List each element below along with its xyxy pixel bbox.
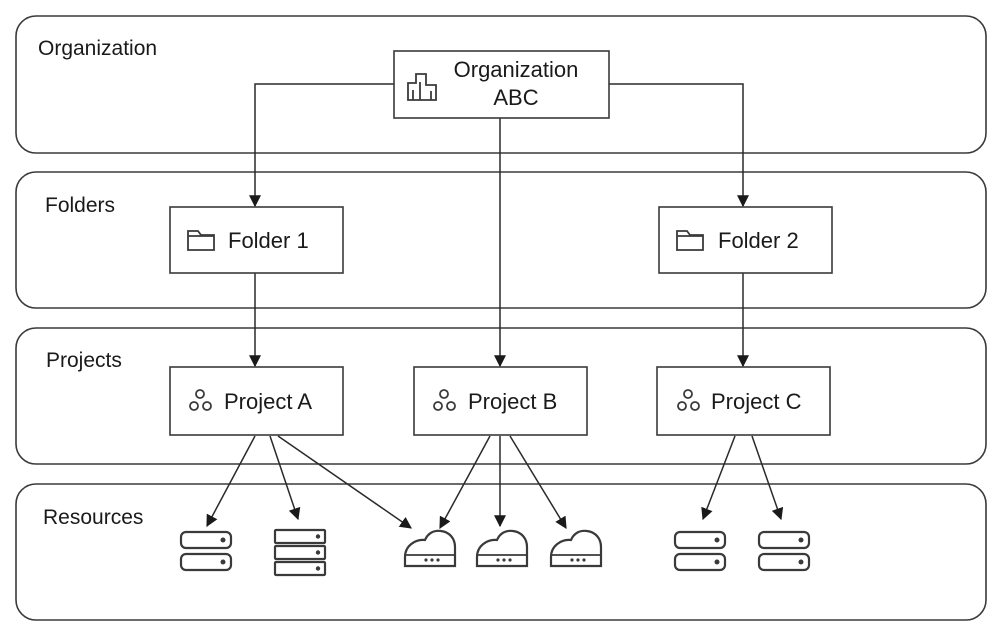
node-project-c[interactable]: Project C: [656, 366, 831, 436]
tier-label-organization: Organization: [38, 37, 157, 60]
node-label-line1: Organization: [454, 57, 579, 82]
edge-projectA-resource-2: [269, 435, 301, 521]
resource-3-cloud-drive-icon[interactable]: [403, 529, 457, 568]
node-label-line2: ABC: [493, 85, 538, 110]
edge-projectC-resource-6: [701, 435, 736, 521]
resource-5-cloud-drive-icon[interactable]: [549, 529, 603, 568]
project-icon: [433, 389, 456, 411]
tier-label-projects: Projects: [46, 349, 122, 372]
node-label: Project B: [468, 389, 557, 414]
resource-6-server-icon[interactable]: [673, 530, 727, 572]
project-icon: [189, 389, 212, 411]
node-box: [169, 366, 344, 436]
node-label: Folder 1: [228, 228, 309, 253]
node-folder-1[interactable]: Folder 1: [169, 206, 344, 274]
node-box: [413, 366, 588, 436]
node-label: Folder 2: [718, 228, 799, 253]
edge-projectB-resource-3: [439, 435, 491, 530]
edge-org-folder2: [609, 83, 749, 208]
edge-projectA-resource-1: [206, 435, 256, 528]
node-project-b[interactable]: Project B: [413, 366, 588, 436]
tier-label-folders: Folders: [45, 194, 115, 217]
folder-icon: [676, 230, 704, 251]
resource-1-server-icon[interactable]: [179, 530, 233, 572]
node-box: [658, 206, 833, 274]
building-icon: [407, 73, 437, 101]
edge-projectC-resource-7: [751, 435, 784, 521]
tier-label-resources: Resources: [43, 506, 143, 529]
node-organization-abc[interactable]: Organization ABC: [393, 50, 610, 119]
project-icon: [677, 389, 700, 411]
tier-folders: [15, 171, 987, 309]
node-label: Project A: [224, 389, 312, 414]
node-box: [169, 206, 344, 274]
edge-projectB-resource-5: [509, 435, 567, 530]
resource-2-server-icon[interactable]: [273, 528, 327, 577]
edge-org-folder1: [249, 83, 394, 208]
edges: [206, 83, 784, 530]
node-project-a[interactable]: Project A: [169, 366, 344, 436]
folder-icon: [187, 230, 215, 251]
node-label: Project C: [711, 389, 802, 414]
resource-7-server-icon[interactable]: [757, 530, 811, 572]
edge-projectA-resource-3: [277, 435, 412, 529]
resource-4-cloud-drive-icon[interactable]: [475, 529, 529, 568]
node-folder-2[interactable]: Folder 2: [658, 206, 833, 274]
node-box: [656, 366, 831, 436]
